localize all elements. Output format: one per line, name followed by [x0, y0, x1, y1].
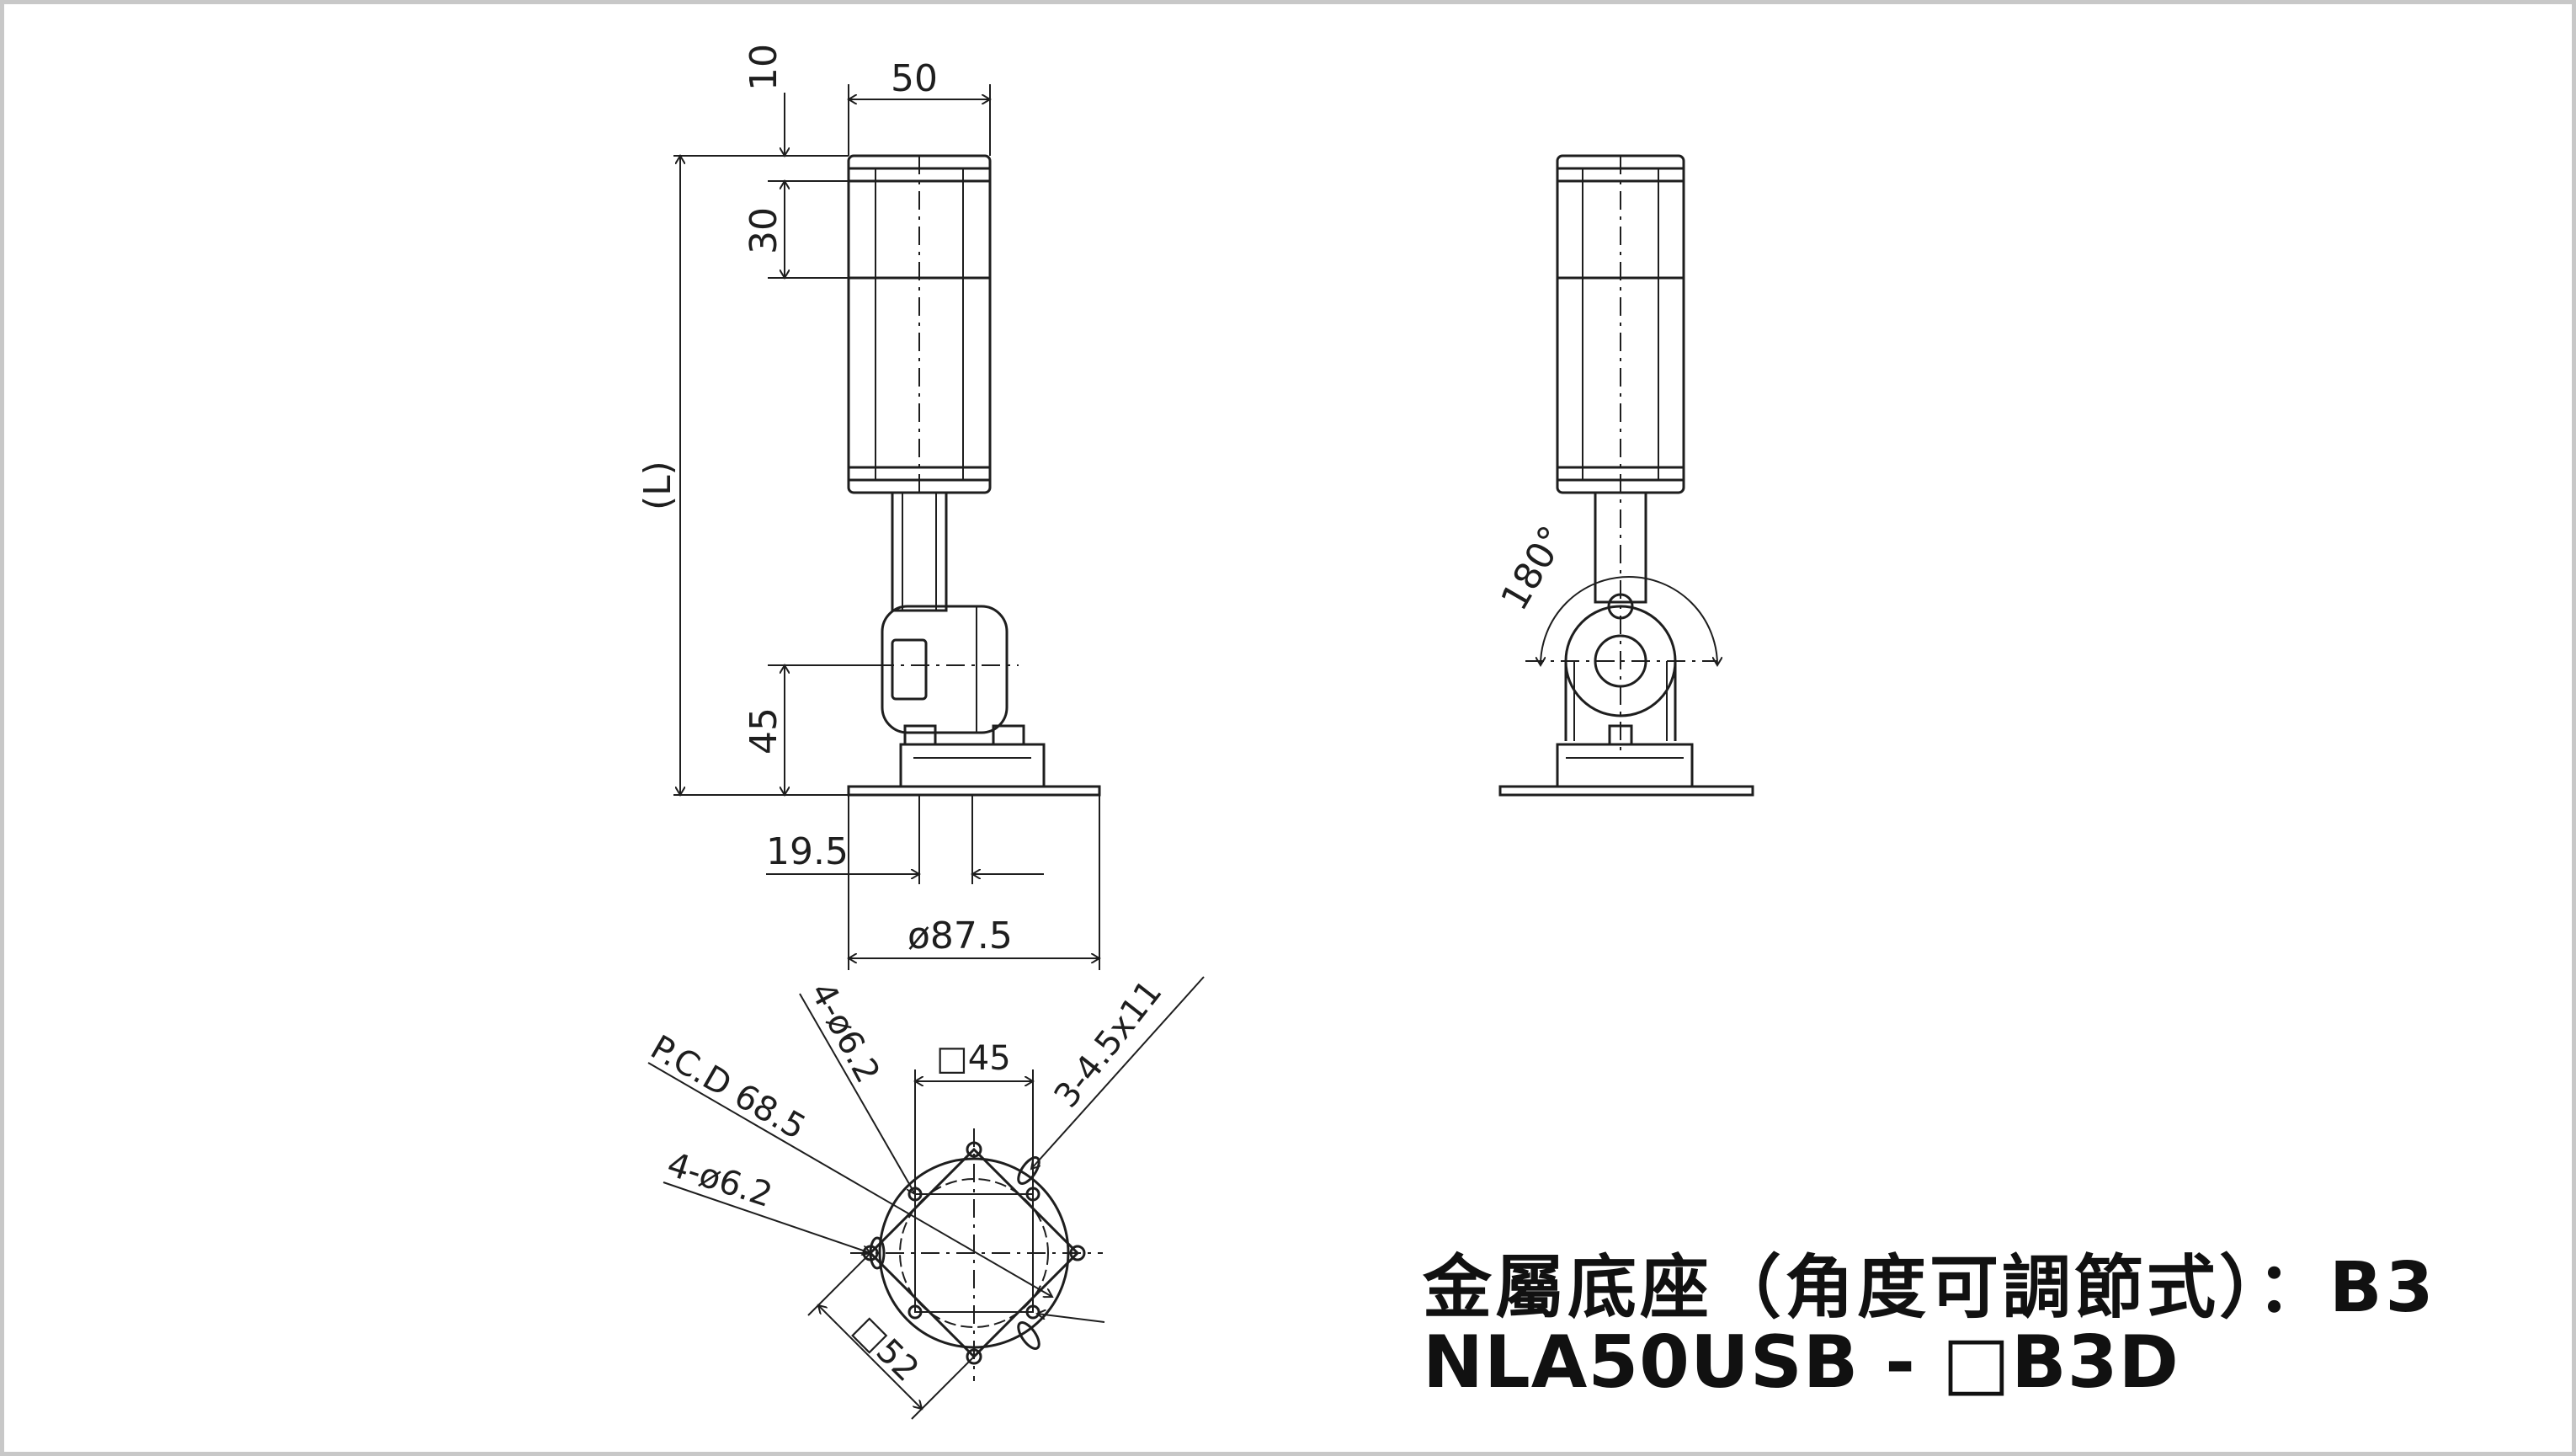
- pcd-label: P.C.D 68.5: [644, 1028, 812, 1148]
- holes-left-label: 4-ø6.2: [663, 1145, 777, 1215]
- front-view-labels: 10 50 30 (L) 45 19.5 ø87.5: [636, 44, 1013, 957]
- hinge-block: [881, 605, 1009, 734]
- dim-base-height: 45: [742, 707, 785, 755]
- slots-label: 3-4.5x11: [1047, 973, 1170, 1116]
- base-plate: [847, 785, 1101, 797]
- front-view-dimensions: [673, 84, 1099, 970]
- rotation-arc: [1541, 576, 1717, 665]
- side-view: [1498, 154, 1754, 797]
- holes-top-label: 4-ø6.2: [802, 976, 887, 1090]
- dim-offset: 19.5: [766, 830, 849, 873]
- dim-length: (L): [636, 461, 679, 510]
- dim-cap: 30: [742, 207, 785, 254]
- angle-label: 180°: [1493, 519, 1574, 617]
- square-bottom-label: □52: [846, 1309, 926, 1389]
- caption-title: 金屬底座（角度可調節式）：B3: [1423, 1248, 2437, 1328]
- caption-model-number: NLA50USB - □B3D: [1423, 1320, 2179, 1405]
- dim-width: 50: [891, 57, 938, 100]
- dim-base-diameter: ø87.5: [907, 915, 1013, 957]
- tower-pole: [891, 491, 948, 612]
- square-top-label: □45: [936, 1039, 1011, 1078]
- bottom-view-leaders: [647, 976, 1205, 1420]
- pcd-circle: [899, 1178, 1049, 1328]
- dim-top: 10: [742, 44, 785, 91]
- front-view: [847, 154, 1101, 797]
- base-block: [899, 743, 1046, 788]
